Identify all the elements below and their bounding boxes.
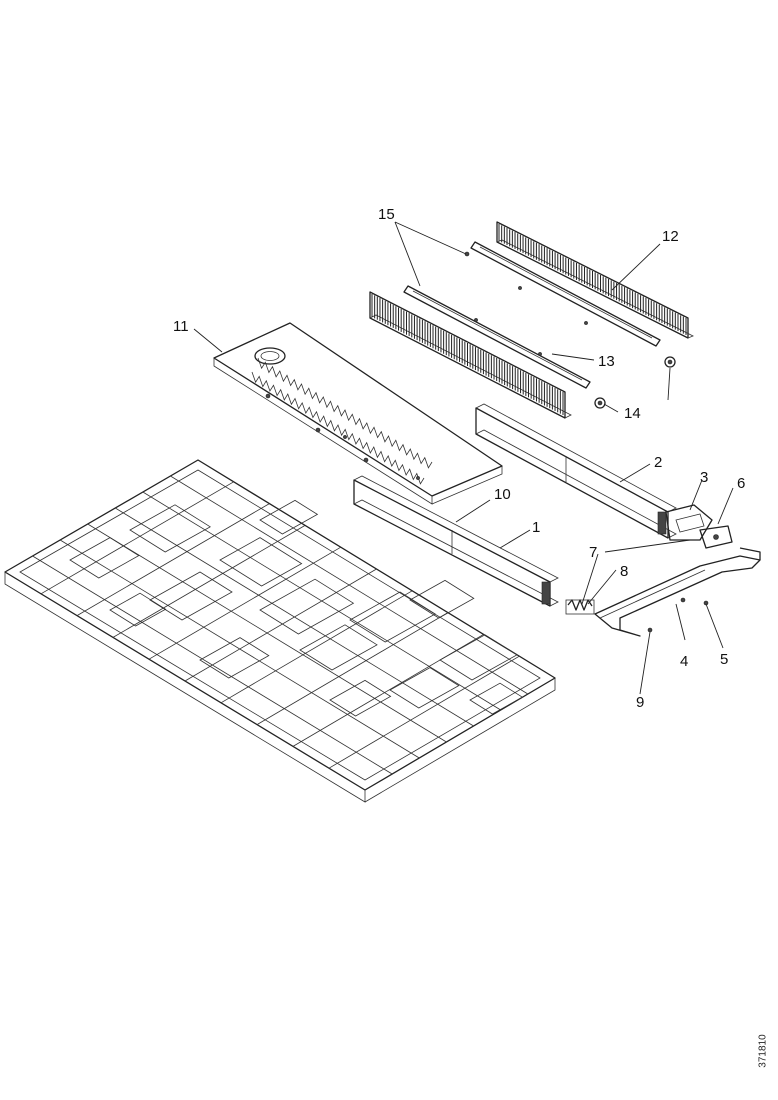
frame-block xyxy=(129,504,211,553)
frame-block xyxy=(349,591,436,643)
callout-4: 4 xyxy=(680,653,688,670)
frame-block xyxy=(259,578,355,635)
callout-1: 1 xyxy=(532,519,540,536)
frame-member xyxy=(328,655,520,769)
frame-block xyxy=(299,624,378,671)
frame-block xyxy=(469,682,524,715)
frame-block xyxy=(409,579,475,619)
callout-14: 14 xyxy=(624,405,641,422)
document-id: 371810 xyxy=(752,1022,774,1080)
frame-member xyxy=(112,525,306,638)
leader-lines xyxy=(193,221,734,695)
frame-block xyxy=(259,499,319,535)
part-4-frame-member xyxy=(594,547,761,637)
frame-member xyxy=(40,481,234,595)
part-11-top-plate xyxy=(213,322,503,505)
coil-spring xyxy=(257,357,433,469)
frame-block xyxy=(219,537,303,587)
frame-block xyxy=(199,637,270,679)
part-3-6-brackets xyxy=(665,504,733,549)
part-14-fasteners xyxy=(594,356,676,409)
callout-8: 8 xyxy=(620,563,628,580)
document-id-text: 371810 xyxy=(757,1034,769,1068)
frame-member xyxy=(76,503,270,616)
frame-block xyxy=(109,592,167,627)
callout-12: 12 xyxy=(662,228,679,245)
callout-7: 7 xyxy=(589,544,597,561)
callout-13: 13 xyxy=(598,353,615,370)
callout-3: 3 xyxy=(700,469,708,486)
callout-11: 11 xyxy=(173,318,189,335)
frame-block xyxy=(439,634,518,681)
callout-9: 9 xyxy=(636,694,644,711)
callout-6: 6 xyxy=(737,475,745,492)
part-12-brush-strip xyxy=(496,221,694,339)
lower-brush-strip xyxy=(369,291,572,419)
callouts: 15 12 11 13 14 2 3 6 10 1 7 8 4 5 9 xyxy=(173,206,745,711)
callout-5: 5 xyxy=(720,651,728,668)
part-1-channel xyxy=(353,475,559,607)
callout-15: 15 xyxy=(378,206,395,223)
callout-2: 2 xyxy=(654,454,662,471)
part-8-spring xyxy=(565,599,595,615)
part-13-rail xyxy=(470,241,661,347)
part-15-rail xyxy=(403,251,591,389)
part-2-channel xyxy=(475,403,677,539)
coil-spring xyxy=(251,371,425,485)
base-frame xyxy=(4,459,556,803)
frame-block xyxy=(149,571,233,621)
frame-member xyxy=(220,590,413,704)
callout-10: 10 xyxy=(494,486,511,503)
frame-block xyxy=(389,667,460,709)
frame-member xyxy=(184,568,377,682)
frame-member xyxy=(148,546,342,660)
frame-member xyxy=(256,612,449,725)
frame-block xyxy=(69,537,140,579)
frame-block xyxy=(329,679,392,717)
